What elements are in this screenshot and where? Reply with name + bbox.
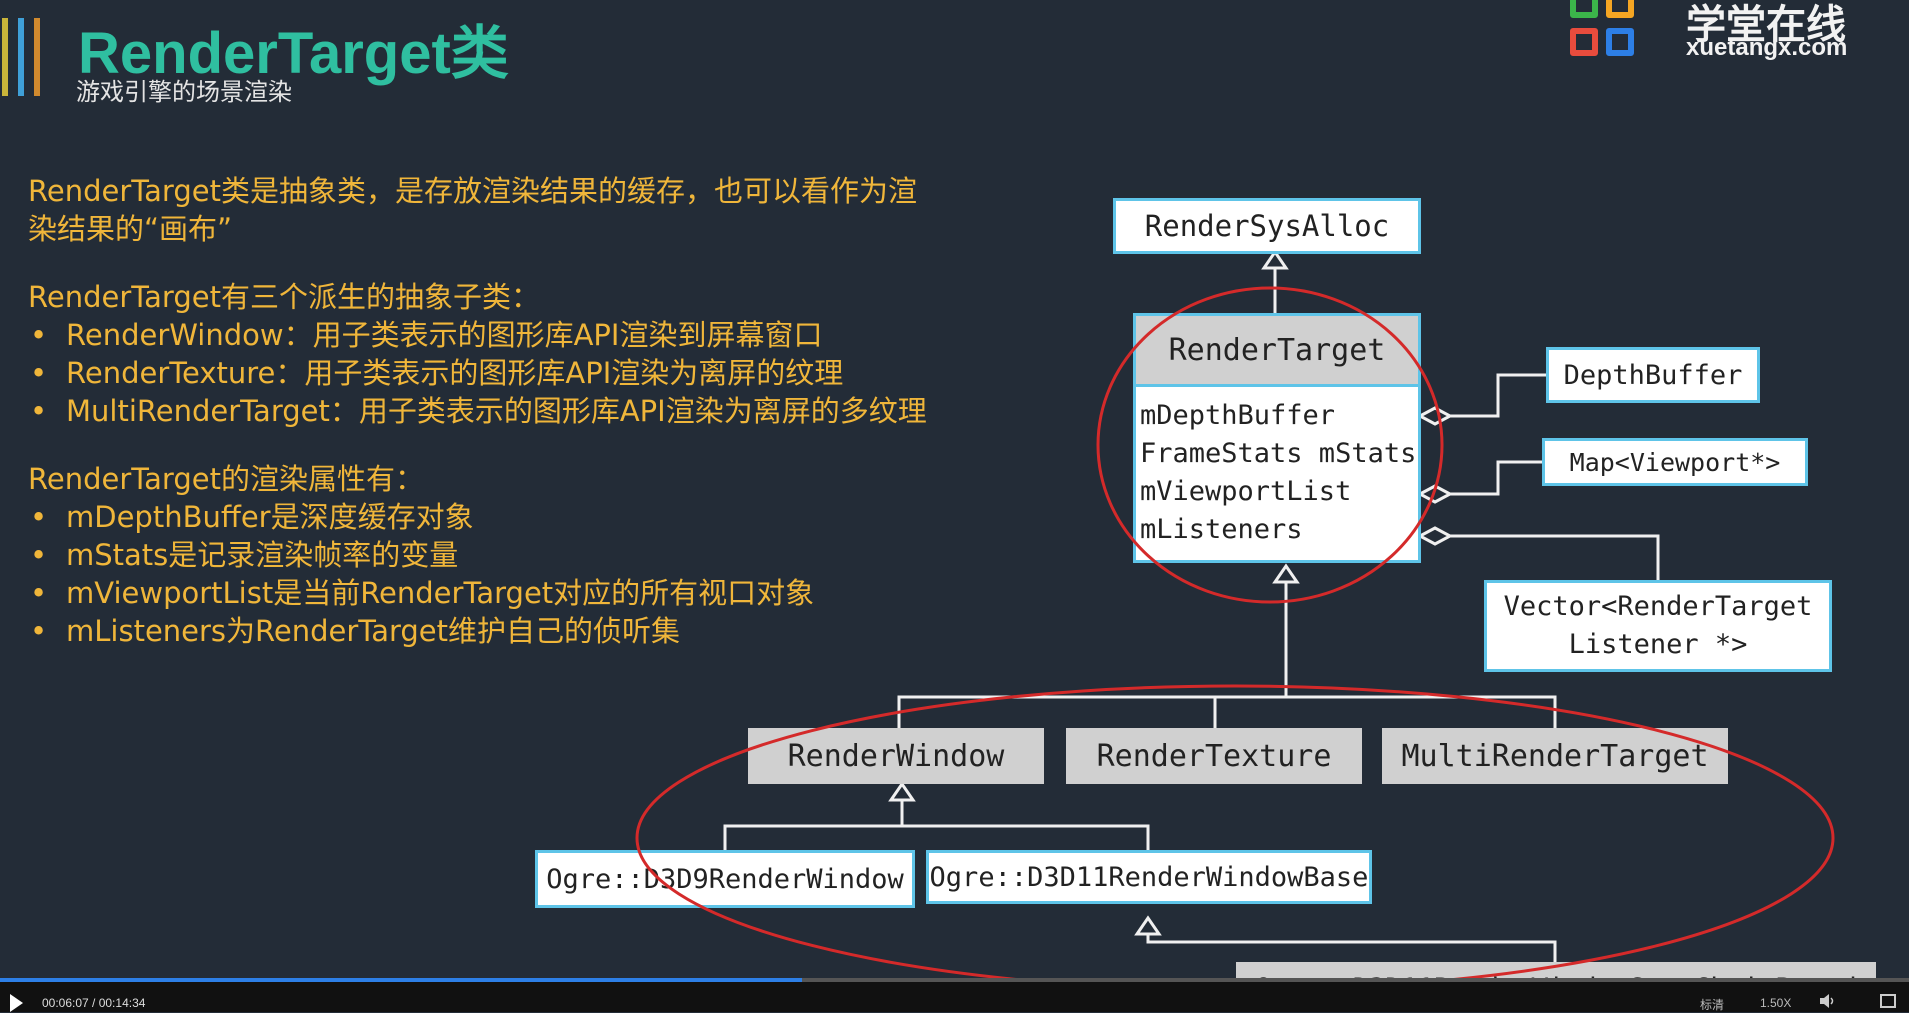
page-title: RenderTarget类 [78, 21, 509, 86]
fullscreen-icon[interactable] [1880, 994, 1896, 1008]
rendertarget-class-box: RenderTarget mDepthBuffer FrameStats mSt… [1133, 313, 1421, 563]
logo-text-cn: 学堂在线 [1686, 2, 1846, 48]
intro-line-2: 染结果的“画布” [28, 212, 233, 246]
derived-list: RenderWindow：用子类表示的图形库API渲染到屏幕窗口 RenderT… [28, 316, 1028, 430]
depthbuffer-box: DepthBuffer [1546, 347, 1760, 403]
playback-time: 00:06:07 / 00:14:34 [42, 996, 146, 1010]
title-stripes [0, 18, 50, 96]
xuetangx-logo: 学堂在线 xuetangx.com [1570, 0, 1860, 72]
logo-squares-icon [1570, 0, 1666, 72]
renderwindow-box: RenderWindow [748, 728, 1044, 784]
volume-icon[interactable] [1820, 994, 1836, 1008]
field-mviewportlist: mViewportList [1140, 476, 1352, 507]
page-subtitle: 游戏引擎的场景渲染 [76, 78, 292, 106]
attr-list: mDepthBuffer是深度缓存对象 mStats是记录渲染帧率的变量 mVi… [28, 498, 1028, 650]
stripe-yellow [2, 18, 8, 96]
stripe-orange [34, 18, 40, 96]
progress-fill [0, 978, 802, 982]
vector-listener-box: Vector<RenderTarget Listener *> [1484, 580, 1832, 672]
play-icon[interactable] [10, 994, 23, 1012]
rendersysalloc-box: RenderSysAlloc [1113, 198, 1421, 254]
slide-body-text: RenderTarget类是抽象类，是存放渲染结果的缓存，也可以看作为渲 染结果… [28, 172, 1028, 650]
speed-button[interactable]: 1.50X [1760, 996, 1792, 1010]
stripe-blue [18, 18, 24, 96]
quality-button[interactable]: 标清 [1700, 998, 1725, 1012]
rendertexture-box: RenderTexture [1066, 728, 1362, 784]
d3d11-renderwindowbase-box: Ogre::D3D11RenderWindowBase [926, 850, 1372, 904]
attr-heading: RenderTarget的渲染属性有： [28, 462, 424, 496]
list-item: RenderTexture：用子类表示的图形库API渲染为离屏的纹理 [28, 354, 1028, 392]
list-item: mViewportList是当前RenderTarget对应的所有视口对象 [28, 574, 1028, 612]
list-item: mDepthBuffer是深度缓存对象 [28, 498, 1028, 536]
progress-bar[interactable] [0, 978, 1909, 982]
field-mlisteners: mListeners [1140, 514, 1303, 545]
field-mstats: FrameStats mStats [1140, 438, 1417, 469]
list-item: RenderWindow：用子类表示的图形库API渲染到屏幕窗口 [28, 316, 1028, 354]
vector-listener-line-1: Vector<RenderTarget [1503, 591, 1813, 622]
vector-listener-line-2: Listener *> [1568, 629, 1748, 660]
intro-line-1: RenderTarget类是抽象类，是存放渲染结果的缓存，也可以看作为渲 [28, 174, 917, 208]
multirendertarget-box: MultiRenderTarget [1382, 728, 1728, 784]
list-item: mListeners为RenderTarget维护自己的侦听集 [28, 612, 1028, 650]
map-viewport-box: Map<Viewport*> [1542, 438, 1808, 486]
rendertarget-class-name: RenderTarget [1136, 316, 1418, 387]
d3d9-renderwindow-box: Ogre::D3D9RenderWindow [535, 850, 915, 908]
logo-text-en: xuetangx.com [1686, 34, 1848, 61]
list-item: MultiRenderTarget：用子类表示的图形库API渲染为离屏的多纹理 [28, 392, 1028, 430]
video-player-bar [0, 978, 1909, 1012]
rendertarget-fields: mDepthBuffer FrameStats mStats mViewport… [1136, 387, 1418, 549]
list-item: mStats是记录渲染帧率的变量 [28, 536, 1028, 574]
derived-heading: RenderTarget有三个派生的抽象子类： [28, 280, 540, 314]
field-mdepthbuffer: mDepthBuffer [1140, 400, 1336, 431]
